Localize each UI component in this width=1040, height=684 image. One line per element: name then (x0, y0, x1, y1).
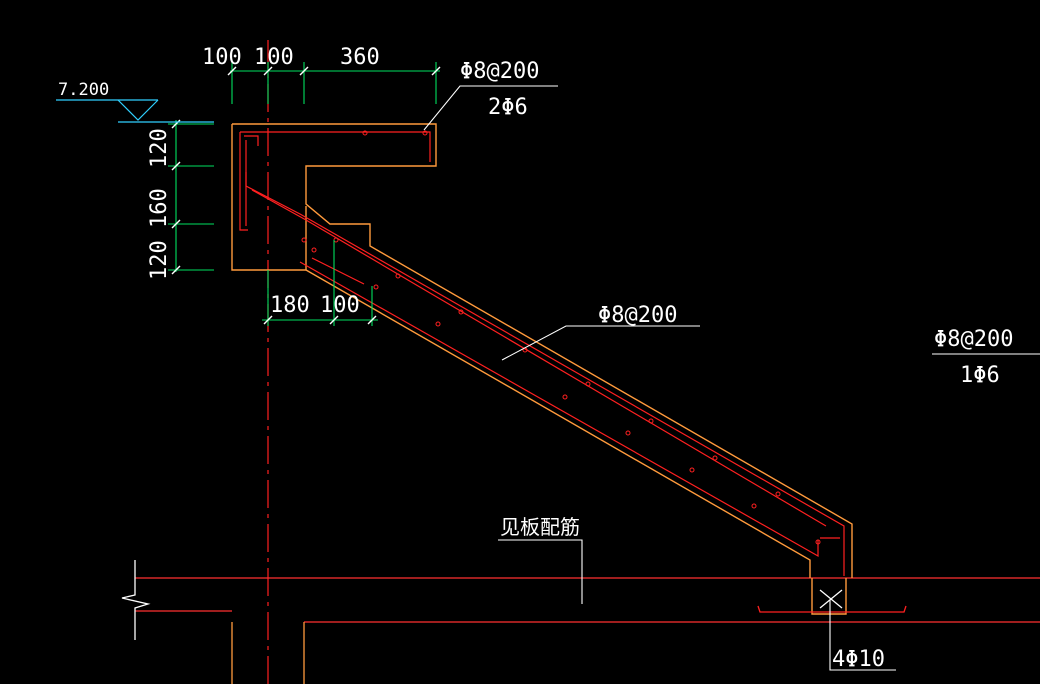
dim-bottom-2: 100 (320, 293, 360, 318)
label-top-rebar-main: Φ8@200 (460, 59, 539, 84)
label-beam-rebar: 4Φ10 (832, 647, 885, 672)
dim-vert-3: 120 (147, 240, 172, 280)
dim-top-3: 360 (340, 45, 380, 70)
label-top-rebar-dist: 2Φ6 (488, 95, 528, 120)
level-value: 7.200 (58, 80, 109, 100)
dim-top-2: 100 (254, 45, 294, 70)
dimension-lines (168, 62, 440, 326)
rebar-dots (301, 130, 821, 545)
level-mark (56, 99, 214, 123)
dim-vert-2: 160 (147, 188, 172, 228)
floor-slab (121, 560, 1040, 684)
dimension-ticks (171, 66, 441, 325)
break-symbol (121, 560, 151, 640)
concrete-outline (231, 123, 853, 615)
leaders (423, 85, 1040, 671)
beam-section (757, 589, 907, 613)
rebar-lines (239, 131, 845, 576)
label-see-slab-reinforcement: 见板配筋 (500, 515, 580, 539)
dim-vert-1: 120 (147, 128, 172, 168)
dim-top-1: 100 (202, 45, 242, 70)
label-right-rebar-main: Φ8@200 (934, 327, 1013, 352)
dim-bottom-1: 180 (270, 293, 310, 318)
label-slab-rebar: Φ8@200 (598, 303, 677, 328)
label-right-rebar-dist: 1Φ6 (960, 363, 1000, 388)
